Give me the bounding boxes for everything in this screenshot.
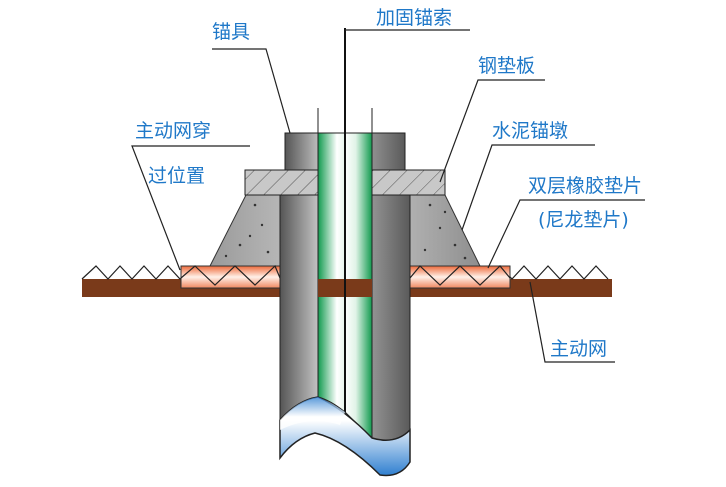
rubber-pad-left bbox=[180, 265, 281, 289]
label-active-net: 主动网 bbox=[550, 338, 607, 360]
leader-pad bbox=[487, 199, 645, 269]
label-net-pass-2: 过位置 bbox=[148, 165, 205, 187]
leader-anchor bbox=[212, 48, 291, 134]
label-rubber-pad: 双层橡胶垫片 bbox=[528, 175, 642, 197]
label-anchor: 锚具 bbox=[212, 21, 250, 43]
leader-pier bbox=[461, 144, 595, 231]
leader-net-pass bbox=[131, 145, 250, 271]
leader-net bbox=[529, 281, 615, 363]
concrete-speckles bbox=[224, 203, 467, 260]
rubber-pad-right bbox=[409, 265, 511, 289]
label-nylon-pad: (尼龙垫片) bbox=[538, 209, 629, 231]
label-reinforcing-cable: 加固锚索 bbox=[376, 7, 452, 29]
leader-plate bbox=[439, 79, 545, 183]
label-net-pass-1: 主动网穿 bbox=[135, 120, 211, 142]
label-cement-pier: 水泥锚墩 bbox=[492, 120, 568, 142]
label-steel-plate: 钢垫板 bbox=[478, 55, 535, 77]
cable-left bbox=[317, 132, 346, 414]
